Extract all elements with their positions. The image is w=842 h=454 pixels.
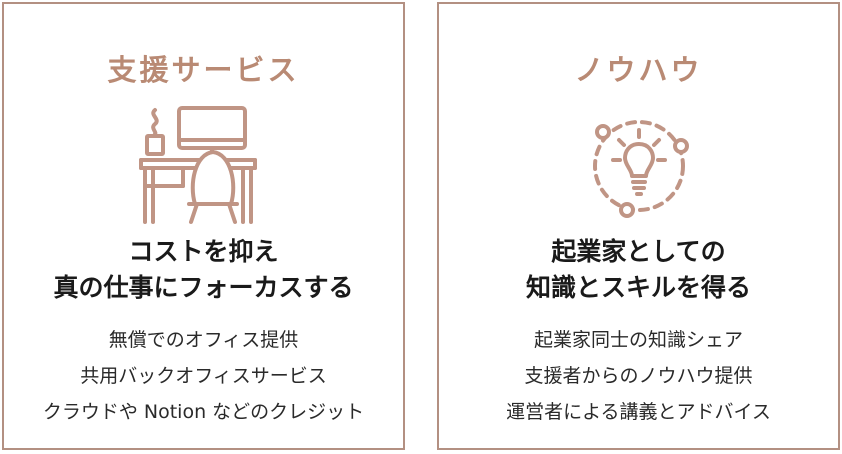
headline-line: 真の仕事にフォーカスする: [53, 273, 354, 302]
headline-line: 知識とスキルを得る: [525, 273, 751, 302]
know-how-card: ノウハウ 起業家としての 知識とスキルを得る 起業家同士の知識シェア 支援: [437, 2, 840, 450]
headline-line: 起業家としての: [551, 237, 726, 266]
card-title: 支援サービス: [107, 53, 300, 87]
card-headline: 起業家としての 知識とスキルを得る: [439, 234, 838, 306]
card-title: ノウハウ: [574, 53, 703, 87]
list-item: 運営者による講義とアドバイス: [506, 401, 771, 423]
card-headline: コストを抑え 真の仕事にフォーカスする: [4, 234, 403, 306]
list-item: 無償でのオフィス提供: [108, 329, 299, 351]
lightbulb-network-icon: [439, 104, 838, 228]
support-services-card: 支援サービス: [2, 2, 405, 450]
headline-line: コストを抑え: [128, 237, 279, 266]
desk-computer-icon: [4, 104, 403, 228]
list-item: 起業家同士の知識シェア: [533, 329, 743, 351]
list-item: クラウドや Notion などのクレジット: [42, 401, 365, 423]
list-item: 支援者からのノウハウ提供: [524, 365, 753, 387]
card-items: 起業家同士の知識シェア 支援者からのノウハウ提供 運営者による講義とアドバイス: [439, 322, 838, 430]
card-items: 無償でのオフィス提供 共用バックオフィスサービス クラウドや Notion など…: [4, 322, 403, 430]
list-item: 共用バックオフィスサービス: [80, 365, 327, 387]
